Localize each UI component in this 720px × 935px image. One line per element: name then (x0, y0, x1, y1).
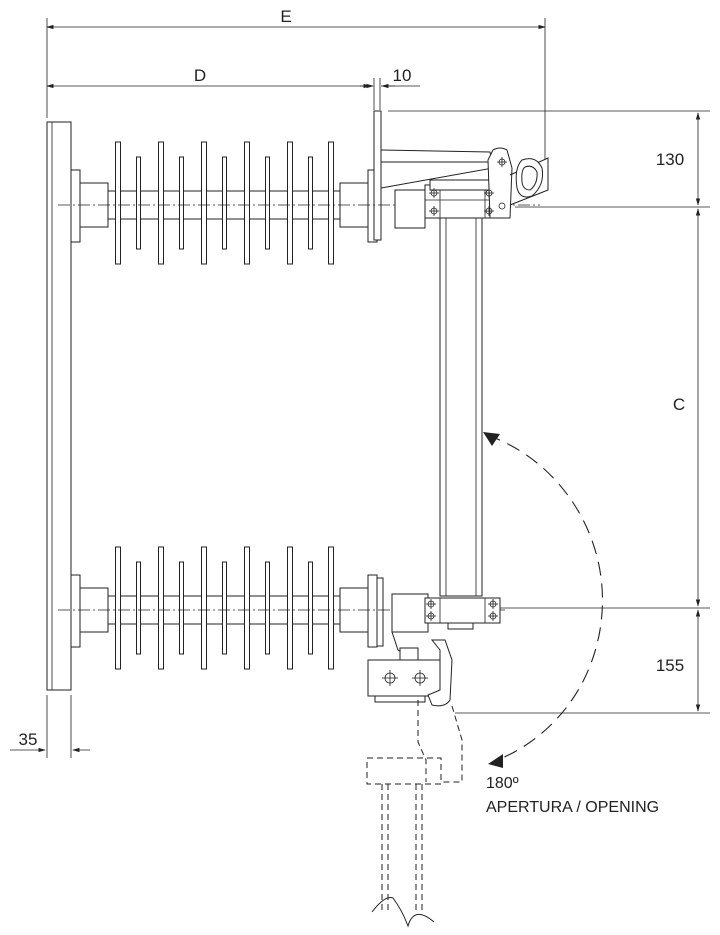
mounting-base-plate (46, 121, 72, 691)
lower-insulator (70, 546, 384, 670)
lower-contact-assembly (367, 593, 501, 707)
dimension-10-label: 10 (393, 66, 412, 85)
lower-insulator-sheds (115, 546, 334, 670)
upper-bolt-icons (429, 157, 507, 216)
dimension-35: 35 (10, 695, 90, 758)
upper-insulator-sheds (115, 141, 334, 265)
opening-label: APERTURA / OPENING (486, 799, 659, 816)
fuse-tube (439, 217, 483, 597)
dimension-155-label: 155 (656, 656, 684, 675)
dimension-right-stack: 130 C 155 (388, 110, 710, 714)
dimension-e-label: E (280, 7, 291, 26)
upper-contact-assembly (380, 147, 549, 229)
dimension-d: D 10 (46, 66, 420, 110)
dimension-d-label: D (194, 66, 206, 85)
rotation-angle-label: 180º (486, 775, 519, 792)
opening-swing-arc (483, 432, 604, 768)
dimension-130-label: 130 (656, 150, 684, 169)
dimension-c-label: C (673, 395, 685, 414)
upper-insulator (70, 110, 382, 265)
lower-bolt-icons (382, 599, 498, 686)
dimension-35-label: 35 (19, 730, 38, 749)
dimension-e: E (46, 7, 546, 160)
open-fuse-ghost (366, 700, 463, 928)
